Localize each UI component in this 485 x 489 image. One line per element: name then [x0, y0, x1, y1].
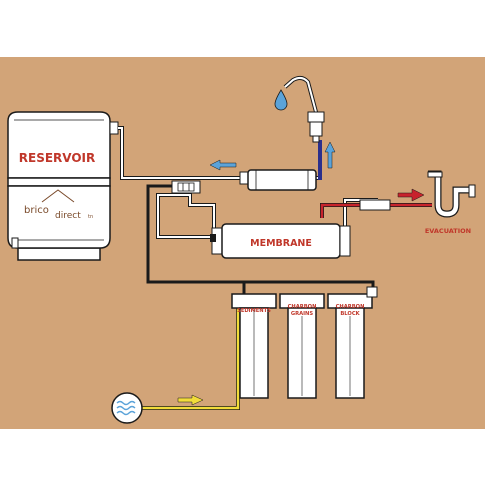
water-drop-icon — [274, 89, 288, 111]
filter-sediments: SEDIMENTS — [231, 293, 277, 399]
filter-charbon-grains-label-1: CHARBON — [288, 304, 317, 310]
brand-left-text: brico — [24, 205, 49, 216]
evacuation-label: EVACUATION — [425, 227, 471, 235]
faucet — [283, 75, 325, 143]
feed-tube — [146, 184, 246, 296]
water-waves-icon — [116, 400, 136, 416]
filter-sediments-label: SEDIMENTS — [237, 308, 271, 314]
shutoff-valve — [171, 180, 201, 194]
filter-outlet-fitting — [366, 286, 378, 298]
reservoir-tank: RESERVOIR brico direct tn — [7, 111, 111, 261]
flow-restrictor — [359, 199, 391, 211]
house-roof-icon — [41, 189, 75, 203]
inlet-pipe-fill — [142, 305, 240, 410]
reservoir-label: RESERVOIR — [19, 151, 96, 165]
filter-charbon-grains-label-2: GRAINS — [291, 311, 314, 317]
membrane-housing: MEMBRANE — [210, 223, 351, 259]
yellow-arrow-right-icon — [177, 394, 204, 406]
filter-charbon-grains: CHARBON GRAINS — [279, 293, 325, 399]
brand-suffix-text: tn — [88, 214, 93, 220]
red-arrow-right-icon — [397, 188, 425, 202]
brand-logo: brico direct tn — [24, 189, 93, 221]
filter-charbon-block: CHARBON BLOCK — [327, 293, 373, 399]
water-source — [111, 392, 143, 424]
blue-arrow-left-icon — [209, 159, 237, 171]
waste-pipe-fill — [320, 203, 432, 218]
brand-right-text: direct — [55, 211, 81, 221]
membrane-label: MEMBRANE — [250, 238, 312, 249]
filter-charbon-block-label-1: CHARBON — [336, 304, 365, 310]
filter-charbon-block-label-2: BLOCK — [340, 311, 360, 317]
sink-trap-icon — [427, 170, 476, 218]
post-filter — [239, 169, 317, 191]
blue-arrow-up-icon — [324, 141, 336, 169]
tank-outlet-fitting — [109, 121, 119, 135]
